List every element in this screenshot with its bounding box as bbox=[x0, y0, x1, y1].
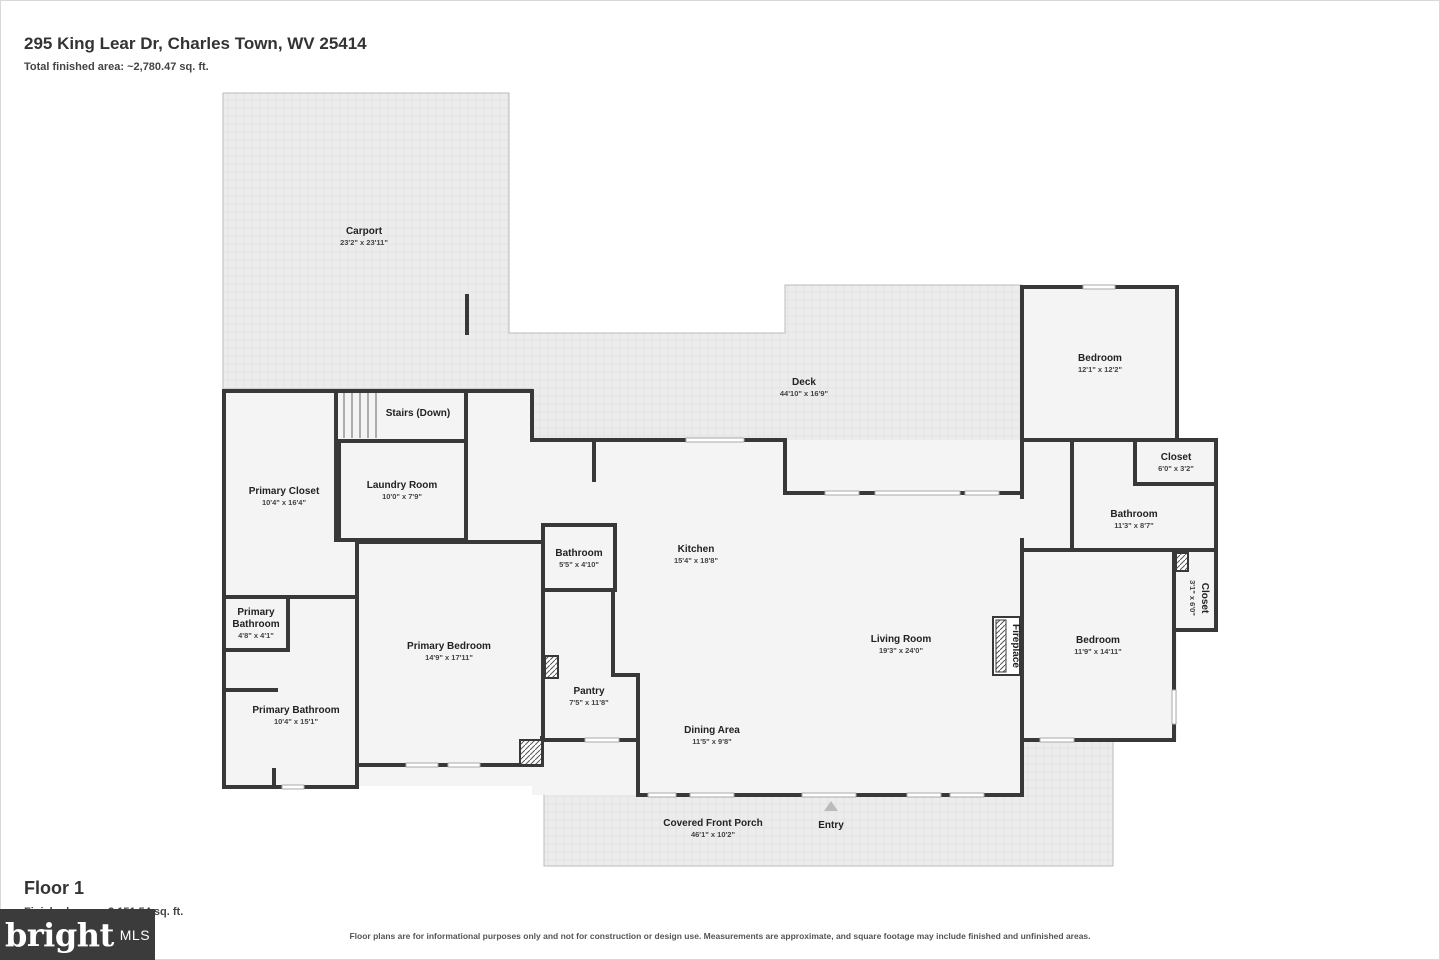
stairs-treads bbox=[343, 393, 377, 438]
dining-dim: 11'5" x 9'8" bbox=[692, 737, 732, 746]
closet-top-label: Closet bbox=[1161, 452, 1192, 463]
deck-label: Deck bbox=[792, 377, 816, 388]
bathroom-small-label: Bathroom bbox=[555, 548, 602, 559]
carport-dim: 23'2" x 23'11" bbox=[340, 238, 388, 247]
deck-dim: 44'10" x 16'9" bbox=[780, 389, 829, 398]
disclaimer-text: Floor plans are for informational purpos… bbox=[349, 931, 1091, 941]
fireplace-label: Fireplace bbox=[1010, 624, 1021, 668]
logo-suffix: MLS bbox=[119, 926, 151, 943]
porch-dim: 46'1" x 10'2" bbox=[691, 830, 735, 839]
carport-label: Carport bbox=[346, 226, 383, 237]
pantry-dim: 7'5" x 11'8" bbox=[569, 698, 609, 707]
total-area-subtitle: Total finished area: ~2,780.47 sq. ft. bbox=[24, 61, 209, 73]
floor-name: Floor 1 bbox=[24, 878, 85, 898]
bedroom-right-dim: 11'9" x 14'11" bbox=[1074, 647, 1122, 656]
bedroom-right-label: Bedroom bbox=[1076, 635, 1120, 646]
dining-label: Dining Area bbox=[684, 725, 740, 736]
room-labels: Carport 23'2" x 23'11" Deck 44'10" x 16'… bbox=[232, 226, 1210, 839]
primary-bathroom-dim: 10'4" x 15'1" bbox=[274, 717, 318, 726]
primary-bath-small-label: Primary bbox=[237, 607, 275, 618]
bathroom-right-label: Bathroom bbox=[1110, 509, 1157, 520]
stairs-label: Stairs (Down) bbox=[386, 408, 450, 419]
closet-side-label: Closet bbox=[1199, 583, 1210, 614]
hatched-features bbox=[519, 552, 1189, 766]
living-room-label: Living Room bbox=[871, 634, 932, 645]
bathroom-small-dim: 5'5" x 4'10" bbox=[559, 560, 599, 569]
primary-bath-small-dim: 4'8" x 4'1" bbox=[238, 631, 274, 640]
logo-wordmark: bright bbox=[4, 915, 114, 954]
bedroom-top-label: Bedroom bbox=[1078, 353, 1122, 364]
primary-bathroom-label: Primary Bathroom bbox=[252, 705, 339, 716]
primary-bedroom-dim: 14'9" x 17'11" bbox=[425, 653, 473, 662]
bathroom-right-dim: 11'3" x 8'7" bbox=[1114, 521, 1154, 530]
pantry-label: Pantry bbox=[573, 686, 605, 697]
primary-closet-label: Primary Closet bbox=[249, 486, 320, 497]
living-room-dim: 19'3" x 24'0" bbox=[879, 646, 923, 655]
bedroom-top-dim: 12'1" x 12'2" bbox=[1078, 365, 1122, 374]
windows bbox=[281, 284, 1177, 798]
closet-side-dim: 3'1" x 6'0" bbox=[1188, 580, 1197, 616]
primary-bedroom-label: Primary Bedroom bbox=[407, 641, 491, 652]
interior-floor bbox=[225, 287, 1216, 795]
primary-closet-dim: 10'4" x 16'4" bbox=[262, 498, 306, 507]
laundry-label: Laundry Room bbox=[367, 480, 438, 491]
porch-label: Covered Front Porch bbox=[663, 818, 762, 829]
entry-arrow-icon bbox=[824, 801, 838, 811]
property-address-title: 295 King Lear Dr, Charles Town, WV 25414 bbox=[24, 34, 367, 53]
bright-mls-logo: bright MLS bbox=[0, 909, 155, 960]
kitchen-dim: 15'4" x 18'8" bbox=[674, 556, 718, 565]
laundry-dim: 10'0" x 7'9" bbox=[382, 492, 422, 501]
kitchen-label: Kitchen bbox=[678, 544, 715, 555]
primary-bath-small-label-2: Bathroom bbox=[232, 619, 279, 630]
closet-top-dim: 6'0" x 3'2" bbox=[1158, 464, 1194, 473]
entry-label: Entry bbox=[818, 820, 844, 831]
